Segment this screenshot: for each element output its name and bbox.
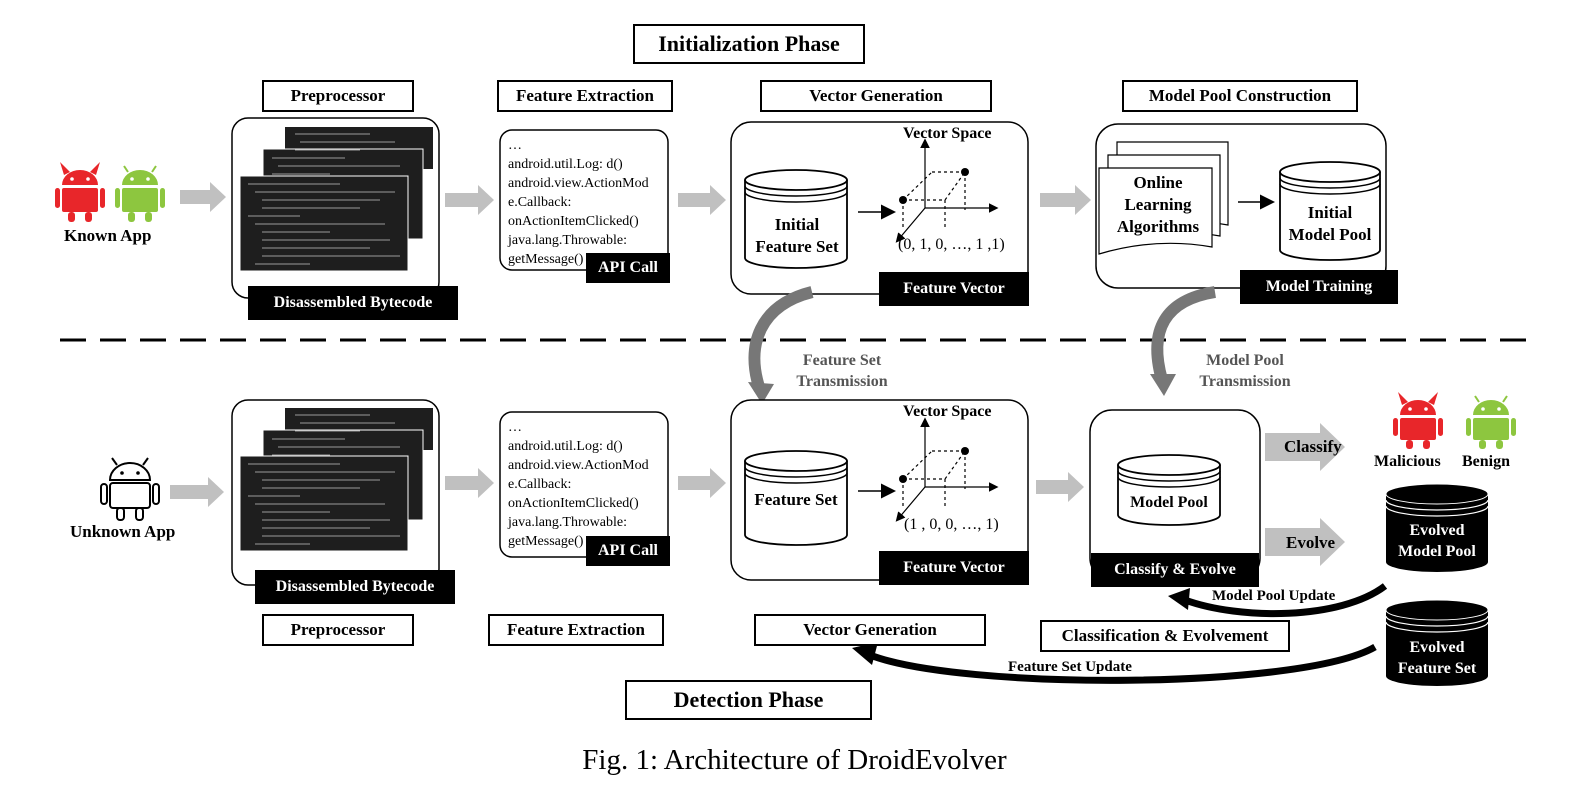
classify-evolve-label: Classify & Evolve — [1091, 553, 1259, 587]
top-vector-space-label: Vector Space — [903, 125, 992, 142]
evolved-feature-set-cylinder — [1385, 599, 1489, 686]
bottom-gray-arrows — [170, 423, 1345, 566]
known-malicious-robot-icon — [55, 162, 105, 222]
classify-arrow-label: Classify — [1284, 437, 1342, 456]
evolve-arrow-label: Evolve — [1286, 533, 1336, 552]
top-initial-model-pool-cylinder — [1279, 161, 1381, 261]
feature-set-update-label: Feature Set Update — [1008, 659, 1132, 675]
classification-evolvement-label: Classification & Evolvement — [1040, 620, 1290, 652]
known-app-label: Known App — [64, 226, 152, 245]
top-feature-extraction-label: Feature Extraction — [497, 80, 673, 112]
detection-phase-label: Detection Phase — [625, 680, 872, 720]
top-feature-vector-label: Feature Vector — [879, 272, 1029, 306]
figure-caption: Fig. 1: Architecture of DroidEvolver — [582, 744, 1007, 776]
top-vector-value: (0, 1, 0, …, 1 ,1) — [898, 236, 1005, 253]
bottom-vector-axes — [895, 417, 999, 522]
bottom-model-pool-label: Model Pool — [1130, 494, 1208, 511]
malicious-robot-icon — [1393, 392, 1443, 449]
bottom-feature-vector-label: Feature Vector — [879, 551, 1029, 585]
bottom-disassembled-bytecode-label: Disassembled Bytecode — [255, 570, 455, 604]
malicious-label: Malicious — [1374, 453, 1441, 470]
benign-label: Benign — [1462, 453, 1511, 470]
top-api-call-label: API Call — [586, 253, 670, 283]
bottom-code-stack — [239, 408, 433, 552]
initialization-phase-label: Initialization Phase — [633, 24, 865, 64]
top-model-pool-construction-label: Model Pool Construction — [1122, 80, 1358, 112]
top-code-stack — [239, 127, 433, 272]
feature-set-update-arrow — [868, 643, 1377, 684]
model-pool-transmission-arrow — [1151, 286, 1217, 382]
bottom-preprocessor-label: Preprocessor — [262, 614, 414, 646]
benign-robot-icon — [1466, 395, 1516, 449]
bottom-feature-extraction-label: Feature Extraction — [488, 614, 664, 646]
unknown-app-robot-icon — [100, 457, 160, 521]
unknown-app-label: Unknown App — [70, 522, 176, 541]
bottom-model-pool-cylinder — [1117, 454, 1221, 526]
known-benign-robot-icon — [115, 165, 165, 222]
top-disassembled-bytecode-label: Disassembled Bytecode — [248, 286, 458, 320]
top-gray-arrows — [180, 182, 1091, 215]
bottom-vector-value: (1 , 0, 0, …, 1) — [904, 516, 999, 533]
top-vector-generation-label: Vector Generation — [760, 80, 992, 112]
model-pool-update-arrow — [1183, 583, 1388, 618]
evolved-model-pool-cylinder — [1385, 483, 1489, 572]
bottom-vector-generation-label: Vector Generation — [754, 614, 986, 646]
top-code-listing: … android.util.Log: d() android.view.Act… — [508, 138, 649, 267]
top-vector-axes — [895, 138, 999, 243]
model-pool-update-label: Model Pool Update — [1212, 588, 1336, 604]
bottom-feature-set-cylinder — [744, 450, 848, 546]
top-preprocessor-label: Preprocessor — [262, 80, 414, 112]
feature-set-transmission-arrow — [748, 286, 814, 392]
model-training-label: Model Training — [1240, 270, 1398, 304]
bottom-api-call-label: API Call — [586, 536, 670, 566]
top-online-learning-docs — [1098, 141, 1229, 255]
bottom-vector-space-label: Vector Space — [903, 403, 992, 420]
top-initial-feature-set-cylinder — [744, 169, 848, 269]
bottom-code-listing: … android.util.Log: d() android.view.Act… — [508, 420, 649, 549]
bottom-feature-set-label: Feature Set — [754, 490, 838, 509]
